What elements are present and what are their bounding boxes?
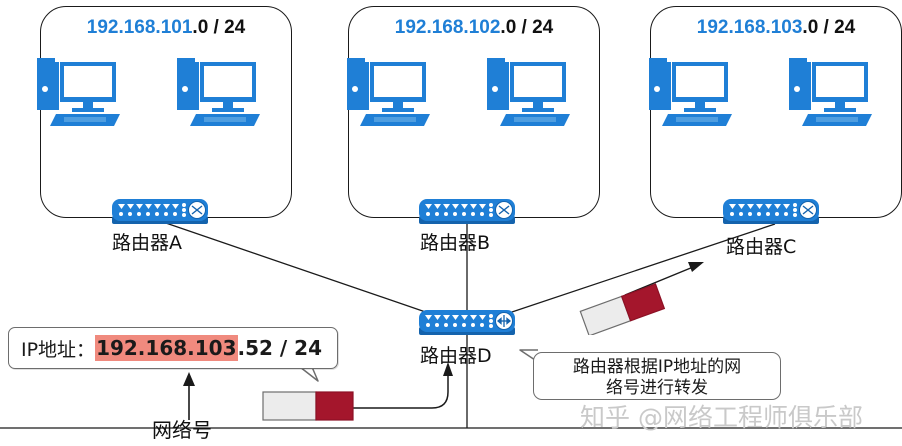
link-routerD-routerA (159, 220, 444, 319)
computer-icon-2a (344, 56, 430, 128)
ipbox-callout-tail (299, 366, 319, 382)
packet-icon-in-transit (570, 283, 674, 337)
subnet-network-part-1: 192.168.101 (86, 17, 193, 38)
router-label-d: 路由器D (420, 345, 492, 367)
subnet-network-part-3: 192.168.103 (696, 17, 803, 38)
router-label-a: 路由器A (112, 232, 182, 254)
ip-network-number-highlight: 192.168.103 (95, 335, 238, 361)
ip-address-callout: IP地址：192.168.103.52 / 24 (8, 327, 338, 369)
computer-icon-1b (174, 56, 260, 128)
computer-icon-3a (646, 56, 732, 128)
computer-icon-3b (786, 56, 872, 128)
subnet-network-part-2: 192.168.102 (394, 17, 501, 38)
router-label-c: 路由器C (726, 236, 797, 258)
forwarding-arrow-head (688, 262, 704, 272)
router-label-b: 路由器B (420, 232, 491, 254)
router-icon-c (723, 199, 819, 229)
router-icon-b (419, 199, 515, 229)
packet-to-routerD-arrow (352, 372, 449, 409)
packet-icon-source (262, 391, 354, 421)
router-icon-a (112, 199, 208, 229)
watermark-text: 知乎 @网络工程师俱乐部 (580, 403, 863, 432)
subnet-container-1: 192.168.101.0 / 24 (40, 6, 292, 218)
subnet-host-part-3: .0 / 24 (802, 17, 856, 38)
network-number-annotation: 网络号 (152, 418, 212, 442)
callout-line-1: 路由器根据IP地址的网 (572, 357, 742, 377)
forwarding-explanation-callout: 路由器根据IP地址的网 络号进行转发 (533, 352, 781, 400)
subnet-label-3: 192.168.103.0 / 24 (651, 17, 901, 39)
subnet-label-1: 192.168.101.0 / 24 (41, 17, 291, 39)
computer-icon-2b (484, 56, 570, 128)
callout-line-2: 络号进行转发 (606, 378, 708, 399)
subnet-container-3: 192.168.103.0 / 24 (650, 6, 902, 218)
subnet-label-2: 192.168.102.0 / 24 (349, 17, 599, 39)
network-number-arrowhead (183, 372, 195, 386)
ip-address-label: IP地址： (21, 338, 96, 361)
computer-icon-1a (34, 56, 120, 128)
router-icon-d (419, 310, 515, 340)
subnet-host-part-2: .0 / 24 (500, 17, 554, 38)
ip-host-number: .52 / 24 (237, 336, 323, 360)
subnet-host-part-1: .0 / 24 (192, 17, 246, 38)
